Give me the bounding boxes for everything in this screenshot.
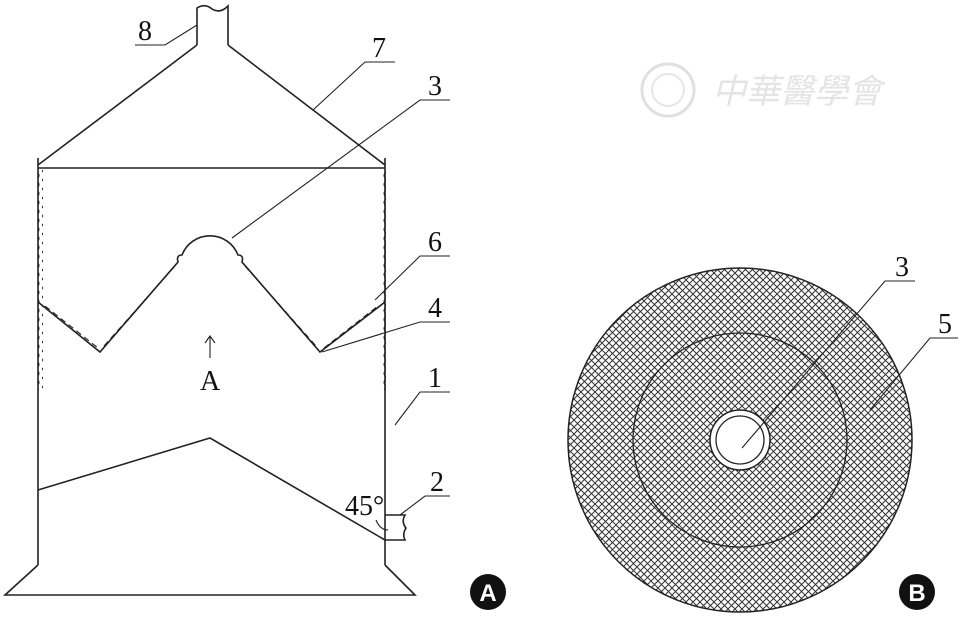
panel-badge-a: A	[470, 574, 506, 610]
callout-b-3: 3	[895, 252, 909, 283]
watermark-logo	[640, 62, 696, 118]
callout-8: 8	[138, 16, 152, 47]
side-outlet	[385, 514, 407, 541]
panel-a-drawing	[2, 4, 450, 596]
cone-screen	[37, 234, 386, 354]
callout-1: 1	[428, 363, 442, 394]
angle-arc	[375, 519, 389, 531]
lower-cone	[37, 437, 386, 541]
view-arrow-icon	[204, 335, 216, 358]
callout-7: 7	[372, 33, 386, 64]
callout-2: 2	[430, 467, 444, 498]
mesh-segments	[44, 265, 379, 349]
callout-3: 3	[428, 71, 442, 102]
callout-b-5: 5	[938, 309, 952, 340]
outlet-pipe-top	[196, 4, 229, 45]
view-label-a: A	[200, 366, 221, 397]
inner-ring	[632, 332, 848, 548]
center-pipe-inner	[715, 415, 765, 465]
callout-4: 4	[428, 293, 442, 324]
watermark-text: 中華醫學會	[712, 72, 887, 112]
panel-b-drawing	[567, 267, 958, 613]
svg-text:A: A	[479, 580, 496, 607]
callout-6: 6	[428, 227, 442, 258]
panel-badge-b: B	[899, 574, 935, 610]
svg-text:B: B	[908, 580, 925, 607]
cylinder-wall	[37, 158, 386, 565]
base	[2, 564, 417, 596]
roof	[37, 44, 386, 166]
angle-label: 45°	[345, 491, 384, 522]
